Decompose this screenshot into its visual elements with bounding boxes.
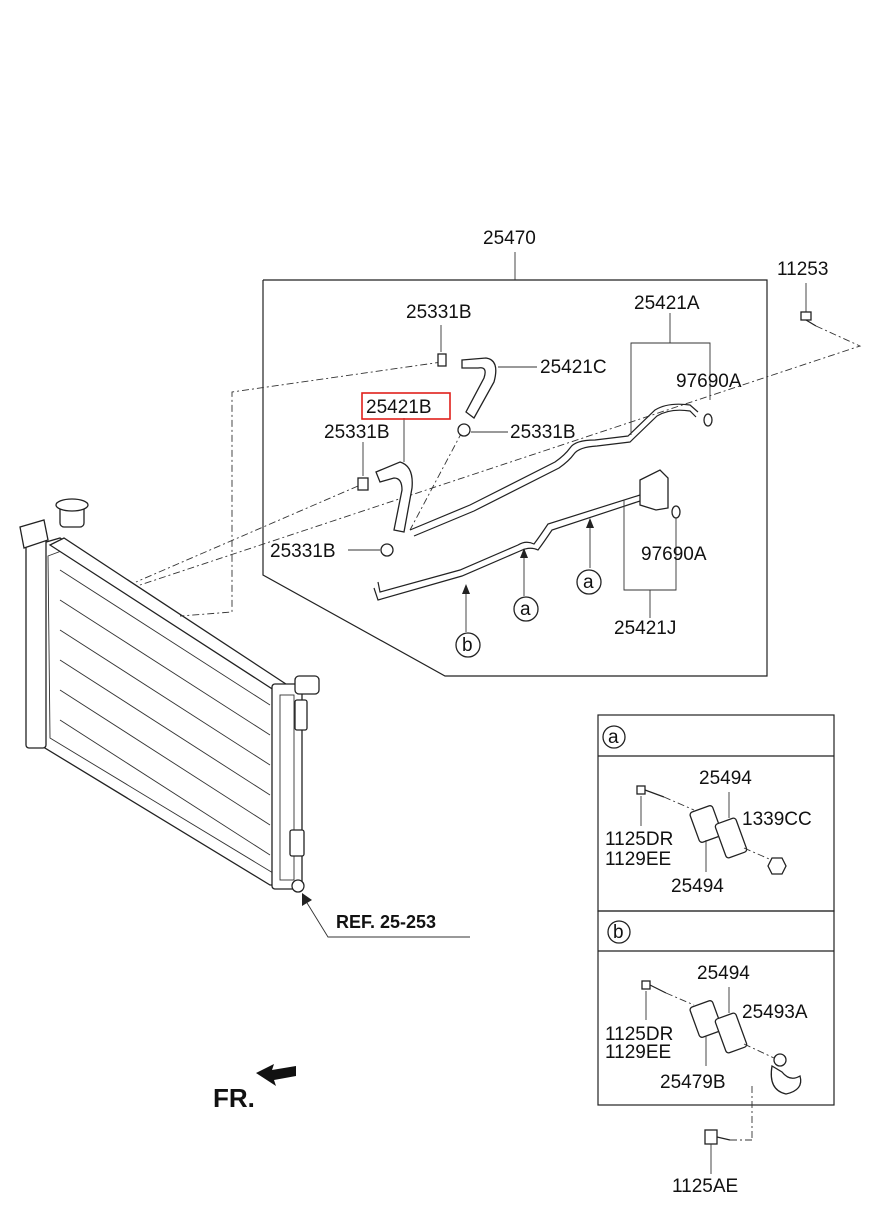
clamp-25331b-left: 25331B xyxy=(324,422,390,491)
detail-a-bracket-bottom: 25494 xyxy=(671,876,724,897)
label-ref: REF. 25-253 xyxy=(336,912,436,932)
detail-a-bracket-top: 25494 xyxy=(699,768,752,789)
label-1125ae: 1125AE xyxy=(672,1176,738,1197)
hose-25421b: 25421B xyxy=(361,392,451,533)
clamp-25331b-top: 25331B xyxy=(406,302,472,367)
clamp-25331b-bottom: 25331B xyxy=(270,541,394,562)
label-fr: FR. xyxy=(213,1083,255,1113)
detail-a-nut: 1339CC xyxy=(742,809,812,830)
detail-b-bolt-2: 1129EE xyxy=(605,1042,671,1063)
ref-25-253: REF. 25-253 xyxy=(302,893,470,938)
detail-a: a 25494 1125DR 1129EE 1339CC 25494 xyxy=(597,714,835,912)
assembly-frame: 25470 xyxy=(262,228,768,677)
front-arrow: FR. xyxy=(213,1064,296,1113)
label-25421j: 25421J xyxy=(614,618,676,639)
detail-b-holder: 25479B xyxy=(660,1072,726,1093)
label-97690a-top: 97690A xyxy=(676,371,742,392)
label-25331b-top: 25331B xyxy=(406,302,472,323)
clamp-25331b-mid: 25331B xyxy=(457,422,576,443)
bolt-1125ae: 1125AE xyxy=(672,1086,753,1197)
radiator xyxy=(19,498,320,893)
svg-text:b: b xyxy=(462,635,473,656)
callout-a-upper: a xyxy=(576,518,602,595)
highlight-box-25421b xyxy=(361,392,451,420)
detail-b: b 25494 1125DR 1129EE 25493A 25479B xyxy=(597,910,835,1106)
detail-b-bracket-top: 25494 xyxy=(697,963,750,984)
bolt-11253: 11253 xyxy=(139,259,862,586)
hose-25421c: 25421C xyxy=(461,357,607,419)
label-25331b-left: 25331B xyxy=(324,422,390,443)
pipe-25421a: 25421A 97690A xyxy=(409,293,742,537)
svg-text:a: a xyxy=(583,572,594,593)
callout-a-lower: a xyxy=(513,548,539,622)
label-11253: 11253 xyxy=(777,259,828,280)
label-25421c: 25421C xyxy=(540,357,607,378)
label-97690a-bottom: 97690A xyxy=(641,544,707,565)
detail-a-header: a xyxy=(608,727,619,748)
svg-text:a: a xyxy=(520,599,531,620)
label-25421a: 25421A xyxy=(634,293,700,314)
detail-b-header: b xyxy=(613,922,624,943)
detail-a-bolt-2: 1129EE xyxy=(605,849,671,870)
detail-b-bolt-1: 1125DR xyxy=(605,1024,673,1045)
callout-b: b xyxy=(455,584,481,658)
detail-b-clamp: 25493A xyxy=(742,1002,808,1023)
label-25421b: 25421B xyxy=(366,397,432,418)
pipe-25421j: 97690A 25421J xyxy=(373,469,707,639)
label-25470: 25470 xyxy=(483,228,536,249)
detail-a-bolt-1: 1125DR xyxy=(605,829,673,850)
label-25331b-mid: 25331B xyxy=(510,422,576,443)
label-25331b-bottom: 25331B xyxy=(270,541,336,562)
